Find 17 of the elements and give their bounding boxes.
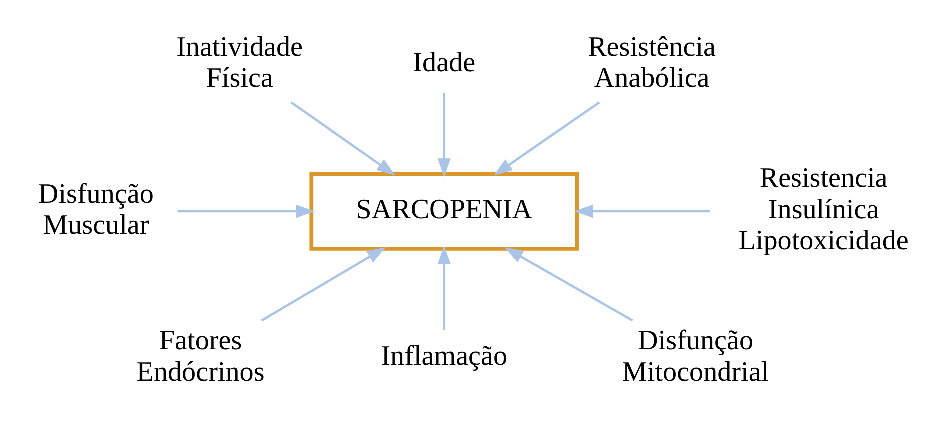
arrow xyxy=(574,204,710,218)
node-text: Resistência Anabólica xyxy=(588,32,716,94)
node-text: Idade xyxy=(413,48,476,79)
node-text: Disfunção Muscular xyxy=(38,178,154,241)
node-text: Disfunção Mitocondrial xyxy=(622,326,770,388)
arrow xyxy=(261,248,386,322)
arrow xyxy=(178,204,316,218)
node-box: SARCOPENIA xyxy=(310,172,580,251)
arrow xyxy=(438,93,451,178)
arrow xyxy=(504,248,634,322)
node-text: Inatividade Física xyxy=(176,32,304,94)
node-text: Resistencia Insulínica Lipotoxicidade xyxy=(738,163,909,257)
node-text: Inflamação xyxy=(381,341,508,372)
arrow xyxy=(290,102,396,176)
node-text: Fatores Endócrinos xyxy=(136,326,265,388)
arrow xyxy=(494,102,600,176)
arrow xyxy=(438,246,451,330)
